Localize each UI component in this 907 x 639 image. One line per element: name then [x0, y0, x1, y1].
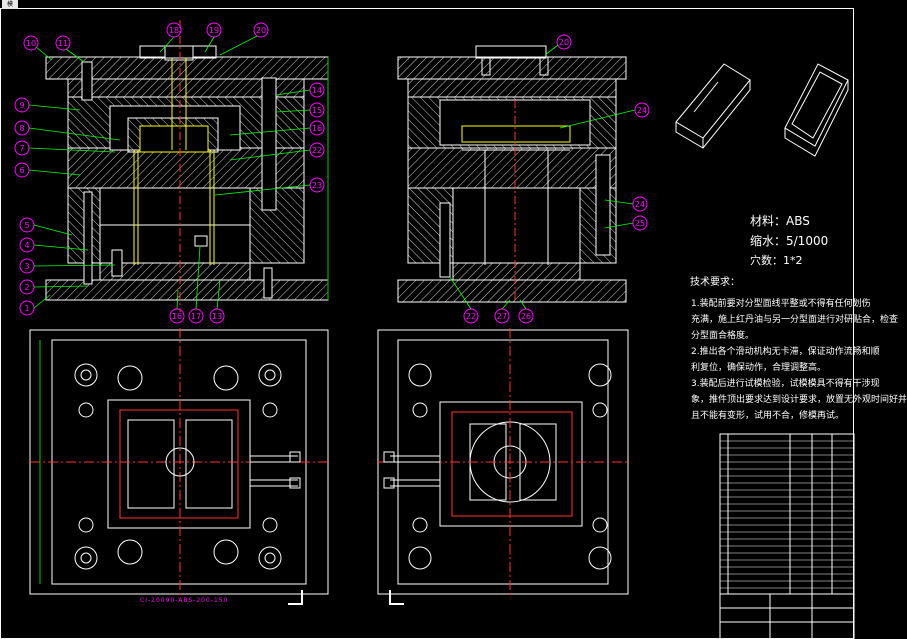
svg-text:19: 19	[209, 26, 219, 35]
leaders-right	[449, 44, 636, 310]
tech-note-line: 利复位，确保动作，合理调整高。	[691, 363, 827, 373]
tech-note-line: 3.装配后进行试模检验，试模模具不得有干涉现	[691, 379, 880, 389]
balloon: 16	[309, 120, 325, 136]
svg-text:20: 20	[256, 26, 266, 35]
tech-note-line: 分型面合格度。	[691, 331, 755, 341]
iso-part-2	[784, 63, 849, 157]
svg-text:16: 16	[312, 124, 322, 133]
right-plan-view	[377, 328, 629, 596]
tech-notes-title: 技术要求：	[690, 277, 740, 288]
tech-note-line: 1.装配前要对分型面线平整或不得有任何划伤	[691, 299, 871, 309]
svg-text:24: 24	[637, 106, 647, 115]
iso-part-1	[675, 63, 751, 149]
balloon: 18	[166, 22, 182, 38]
svg-text:9: 9	[19, 101, 24, 110]
balloon: 23	[309, 177, 325, 193]
balloon: 22	[309, 142, 325, 158]
svg-text:4: 4	[24, 241, 29, 250]
svg-text:23: 23	[312, 181, 322, 190]
left-plan-view	[29, 328, 329, 596]
balloon: 11	[55, 35, 71, 51]
view-marker	[389, 590, 404, 605]
svg-text:25: 25	[635, 219, 645, 228]
balloon: 22	[463, 308, 479, 324]
svg-text:26: 26	[521, 312, 531, 321]
balloon: 20	[556, 34, 572, 50]
svg-text:17: 17	[191, 312, 201, 321]
svg-text:18: 18	[169, 26, 179, 35]
svg-text:8: 8	[19, 124, 24, 133]
tech-note-line: 充满，施上红丹油与另一分型面进行对研贴合，检查	[691, 315, 899, 325]
balloon: 5	[19, 217, 35, 233]
leaders-left	[28, 35, 311, 310]
svg-text:13: 13	[212, 312, 222, 321]
tech-note-line: 2.推出各个滑动机构无卡滞，保证动作流畅和顺	[691, 347, 880, 357]
svg-text:3: 3	[24, 262, 29, 271]
balloon: 6	[14, 162, 30, 178]
balloon: 2	[19, 279, 35, 295]
balloon: 26	[518, 308, 534, 324]
view-marker	[288, 590, 303, 605]
material-label: 材料：ABS	[750, 214, 810, 228]
window-tab[interactable]: 模	[2, 0, 18, 9]
svg-text:22: 22	[312, 146, 322, 155]
cavity-count-label: 穴数：1*2	[750, 254, 803, 267]
title-block	[719, 433, 855, 639]
balloon: 15	[309, 102, 325, 118]
title-block-rows	[720, 440, 854, 589]
left-section-view	[45, 20, 329, 312]
balloon: 4	[19, 237, 35, 253]
balloon: 13	[209, 308, 225, 324]
svg-text:22: 22	[466, 312, 476, 321]
cad-drawing: 10 11 18 19 20 9 8 7 6 5 4 3 2 1 14 15 1…	[0, 8, 855, 639]
balloon: 19	[206, 22, 222, 38]
svg-text:7: 7	[19, 144, 24, 153]
balloon: 1	[19, 300, 35, 316]
balloon: 10	[23, 35, 39, 51]
svg-text:11: 11	[58, 39, 68, 48]
svg-text:2: 2	[24, 283, 29, 292]
svg-text:24: 24	[635, 200, 645, 209]
shrinkage-label: 缩水：5/1000	[750, 234, 829, 248]
balloon: 8	[14, 120, 30, 136]
balloon: 17	[188, 308, 204, 324]
svg-text:10: 10	[26, 39, 36, 48]
svg-text:5: 5	[24, 221, 29, 230]
balloon: 20	[253, 22, 269, 38]
svg-text:6: 6	[19, 166, 24, 175]
balloon: 27	[494, 308, 510, 324]
svg-text:15: 15	[312, 106, 322, 115]
balloon: 9	[14, 97, 30, 113]
svg-text:14: 14	[312, 86, 322, 95]
sheet-code: CI-20090-ABS-200-150	[140, 597, 229, 604]
svg-text:1: 1	[24, 304, 29, 313]
balloon: 24	[634, 102, 650, 118]
tech-note-line: 象，推件顶出要求达到设计要求，放置无外观时间好并	[691, 395, 907, 405]
balloon: 16	[169, 308, 185, 324]
right-section-view	[397, 45, 627, 303]
balloon: 25	[632, 215, 648, 231]
balloon: 3	[19, 258, 35, 274]
balloon: 24	[632, 196, 648, 212]
balloon: 14	[309, 82, 325, 98]
svg-text:20: 20	[559, 38, 569, 47]
tech-note-line: 且不能有变形，试用不合，修模再试。	[691, 411, 845, 421]
svg-text:27: 27	[497, 312, 507, 321]
balloon: 7	[14, 140, 30, 156]
svg-text:16: 16	[172, 312, 182, 321]
